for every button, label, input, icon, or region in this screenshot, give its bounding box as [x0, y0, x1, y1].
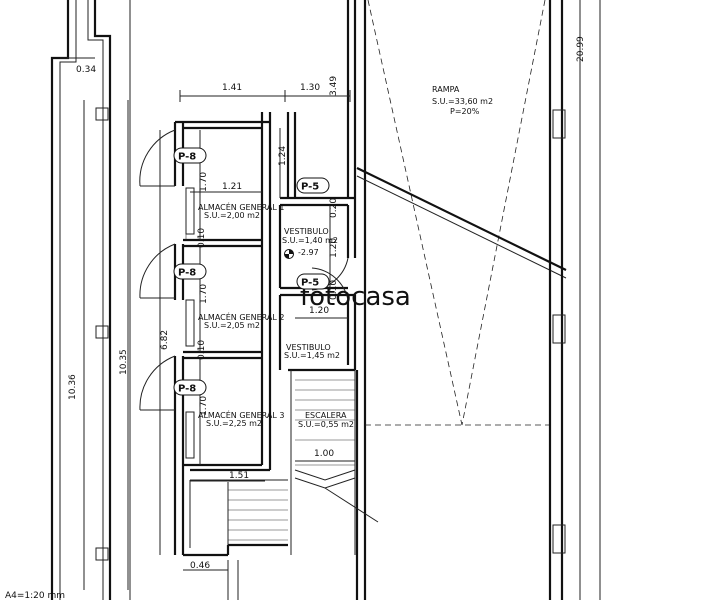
dim-1-41: 1.41	[222, 83, 242, 93]
dim-0-46: 0.46	[190, 561, 210, 571]
escalera-treads	[294, 379, 379, 523]
dim-3-49: 3.49	[329, 76, 339, 96]
almacen2-name: ALMACÉN GENERAL 2	[198, 311, 284, 322]
storage-block-walls	[173, 112, 288, 600]
dimension-lines	[60, 0, 581, 600]
almacen1-area: S.U.=2,00 m2	[204, 211, 260, 220]
escalera-area: S.U.=0,55 m2	[298, 420, 354, 429]
door-tag-p5-2: P-5	[296, 273, 330, 290]
dim-0-34: 0.34	[76, 65, 96, 75]
svg-text:P-8: P-8	[178, 152, 196, 163]
rampa-area: S.U.=33,60 m2	[432, 97, 493, 106]
door-tag-p5-1: P-5	[296, 177, 330, 194]
dim-1-51: 1.51	[229, 471, 249, 481]
storage-doors	[139, 129, 176, 411]
dim-20-99: 20.99	[576, 36, 586, 62]
vestibulo1-area: S.U.=1,40 m2	[282, 236, 338, 245]
door-tag-p8-1: P-8	[173, 147, 207, 164]
svg-text:P-5: P-5	[301, 278, 319, 289]
dim-1-24: 1.24	[278, 146, 288, 166]
almacen3-name: ALMACÉN GENERAL 3	[198, 409, 284, 420]
dim-1-00: 1.00	[314, 449, 334, 459]
dim-10-35: 10.35	[119, 349, 129, 375]
svg-text:P-5: P-5	[301, 182, 319, 193]
level-marker-icon	[284, 249, 294, 259]
vestibule-walls	[278, 0, 367, 600]
door-tag-p8-2: P-8	[173, 263, 207, 280]
rampa-area	[356, 0, 601, 600]
vestibulo1-name: VESTIBULO	[284, 227, 329, 236]
escalera-name: ESCALERA	[305, 411, 347, 420]
almacen3-area: S.U.=2,25 m2	[206, 419, 262, 428]
scale-note: A4=1:20 mm	[5, 591, 65, 600]
vestibulo2-name: VESTIBULO	[286, 343, 331, 352]
svg-text:P-8: P-8	[178, 384, 196, 395]
dim-1-21: 1.21	[222, 182, 242, 192]
dim-0-10: 0.10	[329, 280, 339, 300]
lower-stair	[227, 482, 288, 545]
almacen2-area: S.U.=2,05 m2	[204, 321, 260, 330]
dim-1-20-h: 1.20	[309, 306, 329, 316]
almacen1-name: ALMACÉN GENERAL 1	[198, 201, 284, 212]
rampa-slope: P=20%	[450, 107, 480, 116]
dim-1-20-v: 1.20	[329, 238, 339, 258]
vestibulo2-area: S.U.=1,45 m2	[284, 351, 340, 360]
dim-0-20: 0.20	[329, 198, 339, 218]
shelf-hatches	[185, 187, 195, 459]
dim-10-36: 10.36	[68, 374, 78, 400]
left-outer-walls	[50, 0, 131, 600]
svg-text:P-8: P-8	[178, 268, 196, 279]
dim-1-30: 1.30	[300, 83, 320, 93]
vestibulo1-level: -2.97	[298, 248, 319, 257]
dim-0-10-a: 0.10	[197, 228, 207, 248]
dim-1-70-b: 1.70	[199, 284, 209, 304]
rampa-name: RAMPA	[432, 85, 460, 94]
door-tag-p8-3: P-8	[173, 379, 207, 396]
dim-1-70-c: 1.70	[199, 396, 209, 416]
dim-6-82: 6.82	[160, 330, 170, 350]
dim-0-10-b: 0.10	[197, 340, 207, 360]
dim-1-70-a: 1.70	[199, 172, 209, 192]
